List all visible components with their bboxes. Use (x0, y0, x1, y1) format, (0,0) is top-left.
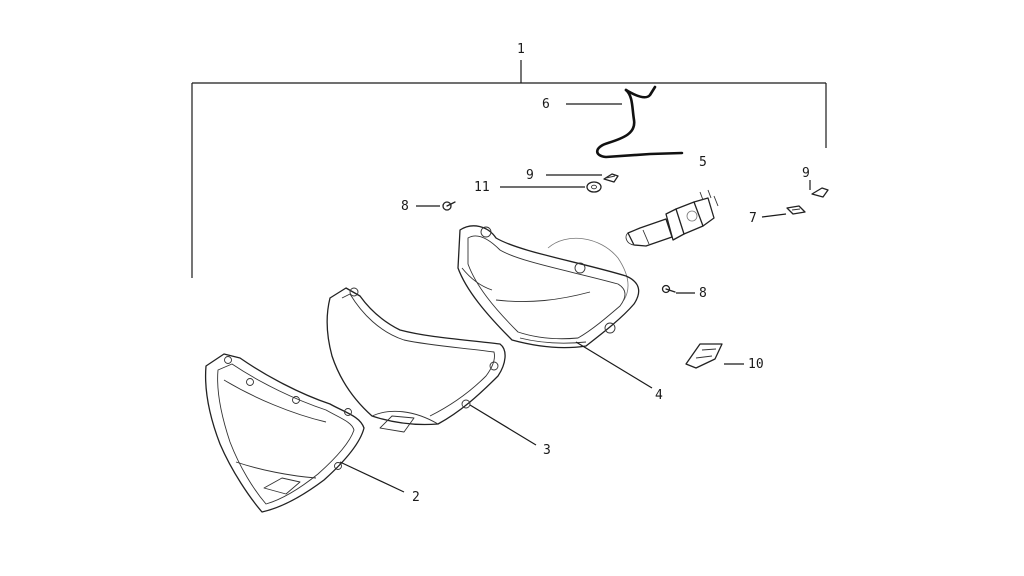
headlight-housing-part-4 (457, 225, 653, 389)
callout-8-lower: 8 (699, 286, 707, 301)
outer-cover-part-2 (204, 353, 405, 513)
callout-labels: 1 6 5 9 11 8 9 7 8 10 4 3 2 (401, 42, 810, 505)
callout-4: 4 (655, 388, 663, 403)
callout-3: 3 (543, 443, 551, 458)
bolt-part-8-lower (661, 284, 695, 294)
callout-6: 6 (542, 97, 550, 112)
clip-part-7 (761, 205, 806, 218)
callout-10: 10 (748, 357, 764, 372)
callout-9-right: 9 (802, 166, 810, 181)
headlight-bulb-part-5 (625, 189, 719, 247)
callout-5: 5 (699, 155, 707, 170)
washer-part-11 (500, 181, 602, 193)
position-lamp-part-10 (685, 343, 744, 369)
bolt-part-8-upper (416, 201, 456, 211)
inner-lens-frame-part-3 (326, 287, 537, 446)
callout-7: 7 (749, 211, 757, 226)
screw-part-9-left (546, 173, 619, 183)
callout-9-left: 9 (526, 168, 534, 183)
callout-1: 1 (517, 42, 525, 57)
callout-11: 11 (474, 180, 490, 195)
callout-2: 2 (412, 490, 420, 505)
callout-8-upper: 8 (401, 199, 409, 214)
wire-harness (566, 85, 684, 159)
assembly-bracket (191, 60, 827, 278)
screw-part-9-right (809, 180, 829, 198)
